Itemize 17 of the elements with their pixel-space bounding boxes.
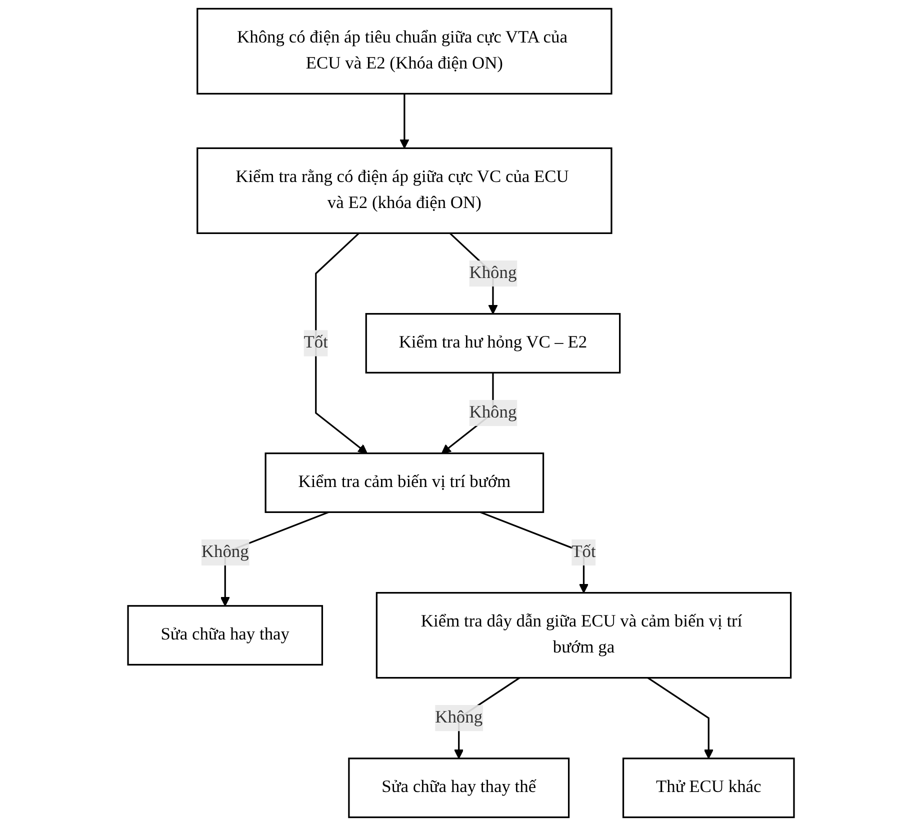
edge-label: Tốt (572, 542, 596, 562)
node-box: Sửa chữa hay thay thế (348, 758, 570, 818)
edge-label: Tốt (304, 333, 328, 352)
node-box: Kiểm tra dây dẫn giữa ECU và cảm biến vị trí bướm ga (376, 592, 792, 679)
edge-label: Không (435, 708, 483, 727)
arrow (315, 232, 368, 454)
edge-label: Không (201, 542, 249, 562)
node-box: Thử ECU khác (622, 758, 795, 818)
arrow (647, 677, 714, 759)
node-box: Không có điện áp tiêu chuẩn giữa cực VTA của ECU và E2 (Khóa điện ON) (196, 8, 612, 95)
node-box: Kiểm tra hư hỏng VC – E2 (365, 313, 621, 374)
arrow (400, 94, 410, 149)
edge-label: Không (469, 264, 517, 282)
node-box: Sửa chữa hay thay (127, 605, 324, 666)
node-box: Kiểm tra cảm biến vị trí bướm (264, 452, 544, 513)
edge-label: Không (469, 403, 517, 422)
node-box: Kiểm tra rằng có điện áp giữa cực VC của ECU và E2 (khóa điện ON) (196, 147, 612, 234)
